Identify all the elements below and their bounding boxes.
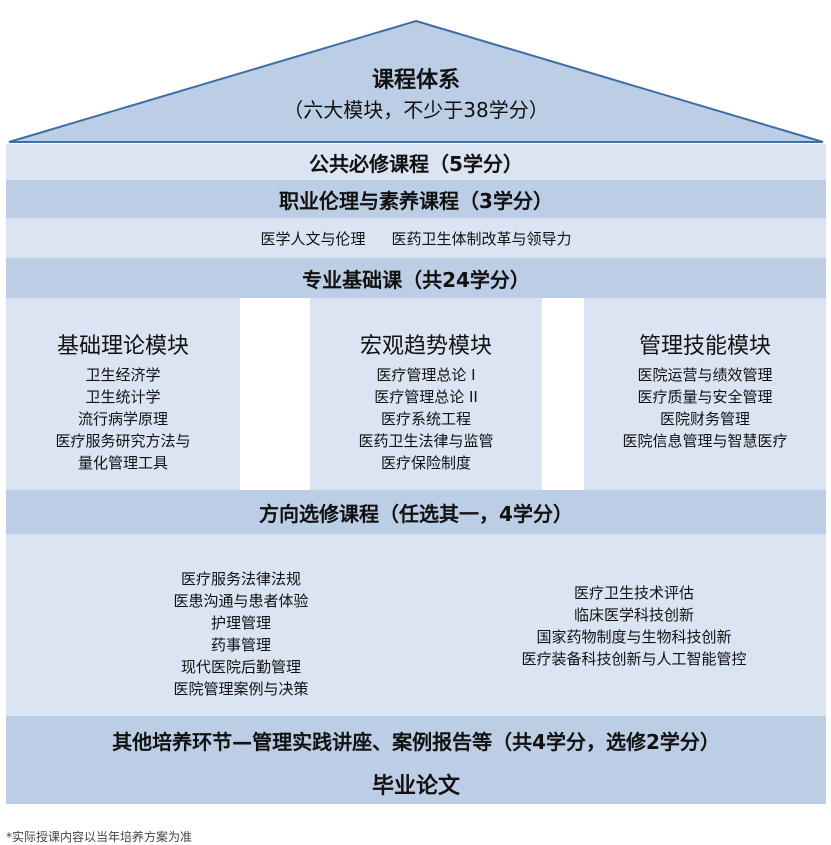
module-item: 量化管理工具 [77, 454, 168, 472]
elective-item: 医疗卫生技术评估 [573, 584, 694, 602]
elective-band: 方向选修课程（任选其一，4学分） [6, 490, 826, 534]
module-title: 管理技能模块 [638, 334, 771, 359]
elective-item: 现代医院后勤管理 [180, 658, 301, 676]
roof-title: 课程体系 [371, 68, 460, 93]
ethics-course: 医学人文与伦理 [260, 229, 366, 248]
module-item: 卫生经济学 [85, 366, 161, 384]
module-macro-trends: 宏观趋势模块 医疗管理总论 I 医疗管理总论 II 医疗系统工程 医药卫生法律与… [310, 298, 542, 490]
module-basic-theory: 基础理论模块 卫生经济学 卫生统计学 流行病学原理 医疗服务研究方法与 量化管理… [6, 298, 240, 490]
module-item: 医疗保险制度 [380, 454, 471, 472]
module-item: 流行病学原理 [77, 410, 168, 428]
ethics-course: 医药卫生体制改革与领导力 [391, 229, 572, 248]
module-item: 医疗服务研究方法与 [55, 432, 191, 450]
module-item: 医疗管理总论 I [376, 366, 476, 384]
module-item: 医药卫生法律与监管 [358, 432, 494, 450]
other-training-band: 其他培养环节—管理实践讲座、案例报告等（共4学分，选修2学分） [6, 716, 826, 764]
professional-base-band: 专业基础课（共24学分） [6, 258, 826, 298]
elective-list-left: 医疗服务法律法规 医患沟通与患者体验 护理管理 药事管理 现代医院后勤管理 医院… [116, 568, 366, 700]
ethics-band: 职业伦理与素养课程（3学分） [6, 180, 826, 218]
module-item: 医院运营与绩效管理 [637, 366, 773, 384]
module-item: 医疗管理总论 II [374, 388, 478, 406]
elective-item: 药事管理 [210, 636, 271, 654]
roof-triangle [8, 19, 824, 143]
elective-item: 医患沟通与患者体验 [173, 592, 309, 610]
module-title: 宏观趋势模块 [359, 334, 492, 359]
module-item: 卫生统计学 [85, 388, 161, 406]
elective-list-right: 医疗卫生技术评估 临床医学科技创新 国家药物制度与生物科技创新 医疗装备科技创新… [484, 582, 784, 670]
module-management-skills: 管理技能模块 医院运营与绩效管理 医疗质量与安全管理 医院财务管理 医院信息管理… [584, 298, 826, 490]
elective-item: 医疗装备科技创新与人工智能管控 [521, 650, 747, 668]
elective-item: 临床医学科技创新 [573, 606, 694, 624]
footnote: *实际授课内容以当年培养方案为准 [6, 830, 193, 844]
elective-area: 医疗服务法律法规 医患沟通与患者体验 护理管理 药事管理 现代医院后勤管理 医院… [6, 534, 826, 716]
roof-subtitle: （六大模块，不少于38学分） [283, 98, 549, 122]
module-item: 医院信息管理与智慧医疗 [622, 432, 788, 450]
roof: 课程体系 （六大模块，不少于38学分） [6, 18, 826, 144]
elective-item: 医院管理案例与决策 [173, 680, 309, 698]
public-required-band: 公共必修课程（5学分） [6, 144, 826, 180]
elective-item: 国家药物制度与生物科技创新 [536, 628, 732, 646]
module-item: 医院财务管理 [659, 410, 750, 428]
module-item: 医疗系统工程 [380, 410, 471, 428]
thesis-band: 毕业论文 [6, 764, 826, 804]
elective-item: 护理管理 [210, 614, 271, 632]
ethics-courses-band: 医学人文与伦理 医药卫生体制改革与领导力 [6, 218, 826, 258]
module-title: 基础理论模块 [56, 334, 189, 359]
elective-item: 医疗服务法律法规 [180, 570, 301, 588]
module-item: 医疗质量与安全管理 [637, 388, 773, 406]
